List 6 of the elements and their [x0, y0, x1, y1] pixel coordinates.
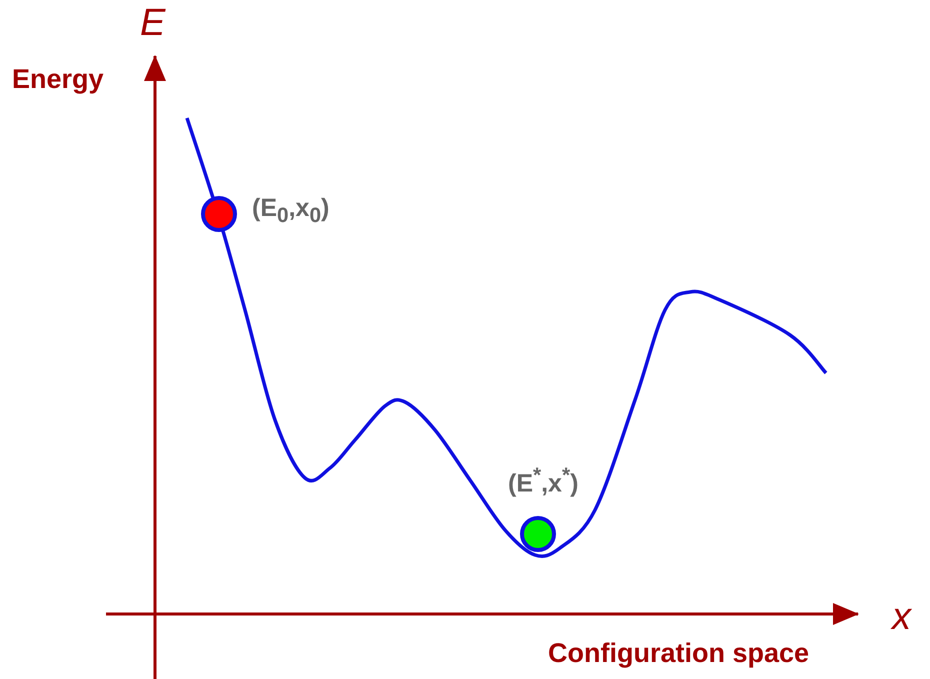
point-label: (E$^{*}$,x$^{*}$): [508, 466, 578, 496]
point-label: (E$_{0}$,x$_{0}$): [252, 196, 330, 227]
axis-title: Energy: [12, 66, 104, 93]
axis-title: Configuration space: [548, 640, 810, 667]
axis-symbol: x: [892, 598, 911, 636]
axis-symbol: E: [140, 4, 166, 42]
